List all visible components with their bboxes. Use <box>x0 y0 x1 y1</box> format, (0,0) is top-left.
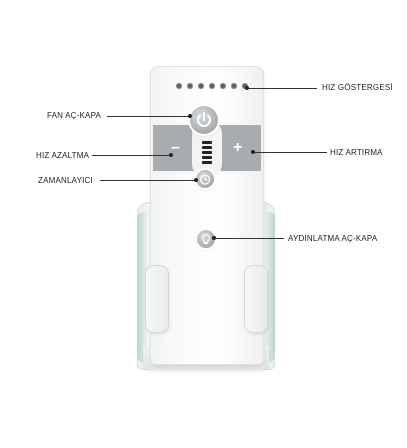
label-fan-on-off: FAN AÇ-KAPA <box>47 111 102 120</box>
speed-led <box>187 83 193 89</box>
speed-led <box>231 83 237 89</box>
speed-indicator-leds <box>176 83 248 91</box>
level-bar <box>202 161 212 164</box>
level-bar <box>202 146 212 149</box>
level-bar <box>202 156 212 159</box>
speed-led <box>209 83 215 89</box>
callout-marker <box>169 153 173 157</box>
wall-holder-side <box>265 212 275 362</box>
timer-button[interactable] <box>196 170 214 188</box>
level-bar <box>202 151 212 154</box>
speed-up-button[interactable]: + <box>233 139 243 156</box>
callout-line <box>100 180 196 181</box>
timer-icon <box>199 174 211 185</box>
callout-line <box>107 116 190 117</box>
callout-line <box>247 88 317 89</box>
holder-clip <box>245 266 267 332</box>
power-icon <box>197 112 211 127</box>
callout-marker <box>194 178 198 182</box>
fan-power-button[interactable] <box>190 106 218 134</box>
label-speed-indicator: HIZ GÖSTERGESİ <box>322 83 393 92</box>
speed-led <box>176 83 182 89</box>
label-speed-up: HIZ ARTIRMA <box>330 148 383 157</box>
wall-holder-side <box>137 212 147 362</box>
level-bar <box>202 141 212 144</box>
callout-marker <box>188 114 192 118</box>
callout-line <box>214 238 284 239</box>
callout-line <box>92 155 171 156</box>
light-power-button[interactable] <box>197 230 215 248</box>
speed-level-bars <box>202 141 212 165</box>
label-speed-down: HIZ AZALTMA <box>36 151 90 160</box>
holder-clip <box>146 266 168 332</box>
speed-led <box>198 83 204 89</box>
callout-line <box>253 152 327 153</box>
label-light-on-off: AYDINLATMA AÇ-KAPA <box>288 234 378 243</box>
speed-down-button[interactable]: – <box>171 139 180 156</box>
label-timer: ZAMANLAYICI <box>38 176 93 185</box>
lightbulb-icon <box>202 233 210 244</box>
speed-led <box>220 83 226 89</box>
